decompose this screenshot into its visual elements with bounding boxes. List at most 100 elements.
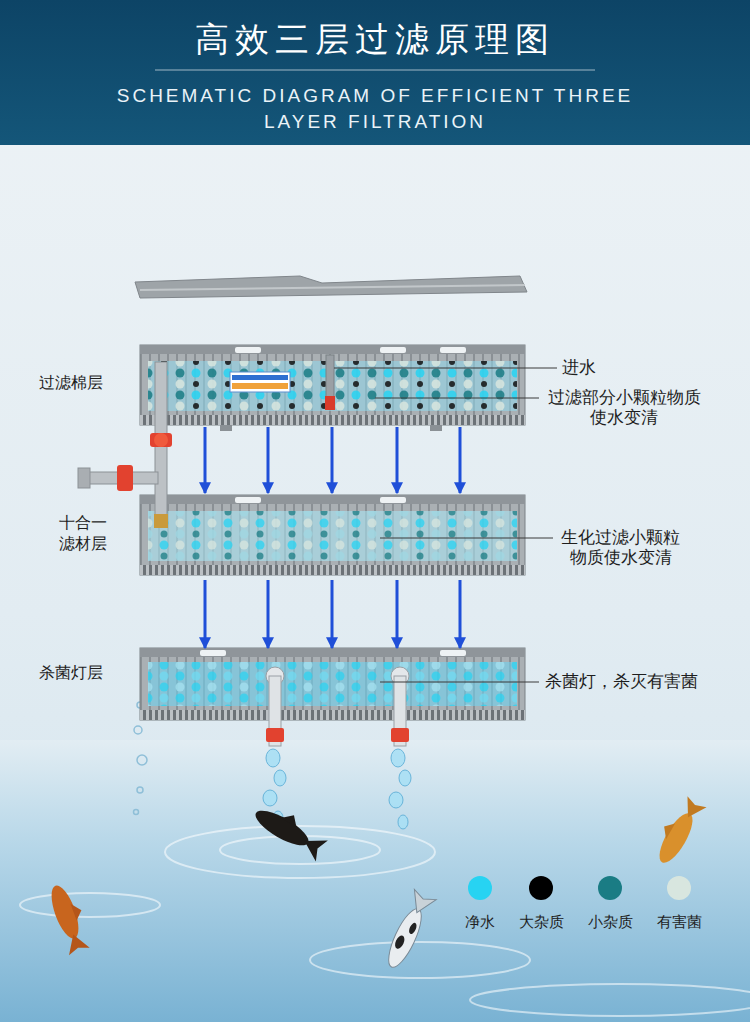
water-splash: [263, 749, 411, 829]
flow-arrow: [331, 580, 334, 648]
fish-orange-left: [45, 880, 94, 955]
legend-swatch: [529, 876, 553, 900]
fish-orange-right: [653, 809, 698, 867]
flow-arrow: [459, 427, 462, 493]
tray-three: [140, 648, 525, 720]
fish-white: [408, 922, 419, 935]
water-splash: [398, 815, 408, 829]
subtitle-text: SCHEMATIC DIAGRAM OF EFFICIENT THREE LAY…: [115, 83, 635, 135]
tray-one: [140, 345, 525, 354]
fish-white: [381, 889, 437, 972]
fish-orange-left: [46, 882, 84, 941]
tray-two: [148, 511, 517, 561]
side-pipe: [150, 433, 172, 447]
flow-arrow: [267, 580, 270, 648]
lid: [140, 285, 525, 290]
legend-text: 小杂质: [565, 912, 655, 932]
outlet-pipes: [391, 728, 409, 742]
sticker: [230, 372, 290, 392]
flow-arrow: [267, 427, 270, 493]
tray-three: [148, 662, 517, 706]
lid: [135, 276, 527, 298]
tray-two: [140, 495, 525, 504]
callout-text: 进水: [562, 358, 596, 378]
water-splash: [266, 749, 280, 767]
lid: [135, 276, 527, 298]
bubbles: [134, 810, 139, 815]
legend-entry: 大杂质: [496, 876, 586, 932]
layer-label: 十合一 滤材层: [56, 512, 110, 554]
legend-swatch: [667, 876, 691, 900]
callout-text: 生化过滤小颗粒 物质使水变清: [558, 528, 684, 568]
legend-entry: 有害菌: [634, 876, 724, 932]
header-rule: [155, 70, 595, 71]
legend-entry: 小杂质: [565, 876, 655, 932]
inlet-pipe: [326, 355, 334, 399]
side-pipe: [154, 433, 168, 447]
tray-three: [140, 648, 525, 720]
fish-black: [299, 831, 328, 862]
bubbles: [137, 755, 147, 765]
leader-lines: [334, 368, 557, 682]
leader-lines: [375, 398, 539, 399]
tray-two: [140, 495, 525, 575]
tray-two: [140, 495, 525, 575]
tray-one: [140, 345, 525, 431]
side-pipe: [155, 362, 167, 526]
side-pipe: [78, 468, 90, 488]
tray-one: [140, 345, 525, 425]
filter-tray: 十合一 滤材层: [140, 493, 525, 580]
side-pipe: [154, 514, 168, 528]
fish-white: [393, 934, 406, 950]
fish-white: [382, 905, 427, 971]
header-band: [0, 0, 750, 145]
tray-three: [440, 650, 466, 656]
water: [0, 740, 750, 1022]
fish-orange-right: [659, 820, 675, 840]
callout-text: 过滤部分小颗粒物质 使水变清: [545, 388, 703, 428]
flow-arrow: [331, 427, 334, 493]
leader-lines: [380, 682, 539, 683]
tray-three: [140, 648, 525, 657]
water-splash: [391, 749, 405, 767]
legend-text: 大杂质: [496, 912, 586, 932]
fish-orange-right: [678, 796, 706, 823]
leader-lines: [334, 368, 557, 369]
layer-label: 杀菌灯层: [38, 662, 105, 683]
tray-one: [140, 415, 525, 425]
tray-one: [430, 425, 442, 431]
tray-two: [148, 511, 517, 561]
ripples: [470, 984, 750, 1016]
fish-black: [250, 798, 330, 861]
water-splash: [389, 792, 403, 808]
bubbles: [137, 787, 143, 793]
fish-white: [406, 889, 436, 917]
tray-two: [140, 565, 525, 575]
outlet-pipes: [266, 728, 284, 742]
flow-arrow: [204, 580, 207, 648]
outlet-pipes: [266, 667, 409, 746]
title-text: 高效三层过滤原理图: [0, 19, 750, 59]
tray-one: [235, 347, 261, 353]
legend-text: 净水: [435, 912, 525, 932]
water-splash: [399, 770, 411, 786]
legend-swatch: [468, 876, 492, 900]
inlet-pipe: [325, 355, 335, 410]
tray-two: [235, 497, 261, 503]
callout-text: 杀菌灯，杀灭有害菌: [545, 672, 698, 692]
fish-orange-left: [63, 931, 90, 955]
filter-tray: 过滤棉层: [140, 345, 525, 427]
tray-three: [140, 710, 525, 720]
tray-one: [380, 347, 406, 353]
inlet-pipe: [325, 396, 335, 410]
water-splash: [263, 790, 277, 806]
flow-arrow: [396, 427, 399, 493]
sticker: [232, 383, 288, 389]
layer-label: 过滤棉层: [38, 372, 105, 393]
fish-orange-left: [70, 901, 84, 921]
